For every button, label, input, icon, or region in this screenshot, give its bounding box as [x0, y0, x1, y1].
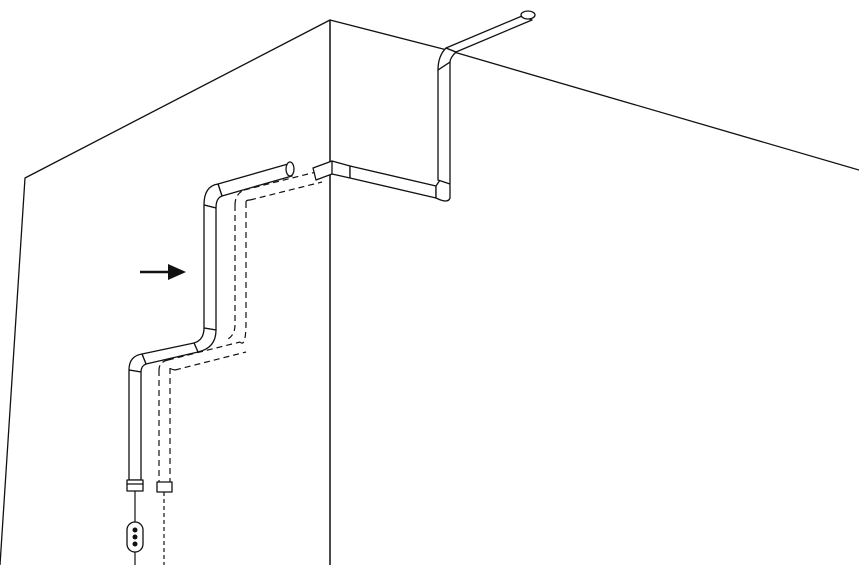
right-wall-top-edge — [329, 19, 859, 171]
duct-ceiling-open-end — [520, 10, 536, 20]
duct-top-open-end — [285, 161, 295, 177]
duct-elbow-middle — [193, 327, 217, 353]
duct-elbow-lower — [128, 353, 147, 373]
dashed-duct-lower-vertical — [158, 368, 171, 482]
dashed-duct-top-run — [243, 171, 323, 201]
duct-elbow-upper — [203, 183, 223, 209]
cable-duct-alternative-dashed — [156, 171, 323, 493]
inline-switch-button-2 — [132, 534, 138, 540]
direction-arrow — [140, 264, 186, 280]
duct-top-run — [217, 163, 293, 197]
duct-end-cap — [126, 479, 144, 492]
duct-ceiling-run — [445, 15, 533, 53]
inline-switch-button-3 — [132, 541, 138, 547]
cable-duct-right-wall — [312, 10, 536, 202]
dashed-duct-middle-run — [167, 341, 247, 371]
dashed-duct-elbow-lower — [158, 359, 176, 371]
dashed-duct-elbow-upper — [234, 189, 251, 206]
duct-upper-vertical — [203, 204, 217, 331]
duct-middle-run — [141, 342, 199, 365]
duct-lower-vertical — [128, 369, 142, 481]
dashed-duct-upper-vertical — [234, 202, 247, 325]
dashed-duct-end-cap — [156, 481, 173, 493]
arrow-head — [168, 264, 186, 280]
inline-switch-button-1 — [132, 527, 138, 533]
cable-duct-installed — [126, 161, 295, 492]
duct-right-vertical — [437, 61, 451, 185]
dashed-duct-elbow-middle — [225, 321, 247, 344]
power-cable-with-inline-switch — [126, 491, 165, 565]
duct-right-horizontal — [349, 165, 437, 199]
